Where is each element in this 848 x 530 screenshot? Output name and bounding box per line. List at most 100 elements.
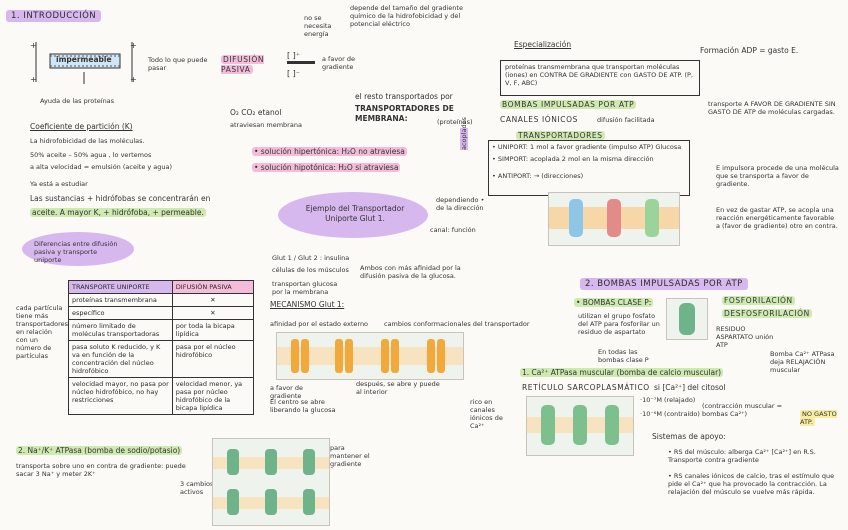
section-title-bombas: 2. BOMBAS IMPULSADAS POR ATP	[580, 278, 748, 290]
residuo-aspartato: RESIDUO ASPARTATO unión ATP	[716, 325, 774, 349]
fosforilacion: FOSFORILACIÓN	[722, 296, 795, 305]
glut-celulas: células de los músculos	[272, 266, 349, 274]
table-cell: pasa soluto K reducido, y K va en funció…	[68, 340, 173, 378]
cambios-activos: 3 cambios activos	[180, 480, 214, 496]
coef-line-4: Ya está a estudiar	[30, 180, 88, 188]
table-cell: específico	[68, 306, 173, 320]
difusion-pasiva-label: DIFUSIÓN PASIVA	[221, 55, 265, 74]
membrane-label: impermeable	[56, 55, 112, 64]
coef-line-5: Las sustancias + hidrófobas se concentra…	[30, 194, 211, 203]
table-row: velocidad mayor, no pasa por núcleo hidr…	[68, 377, 255, 415]
no-necesita-energia: no se necesita energía	[304, 14, 332, 38]
bombas-clase-p: • BOMBAS CLASE P:	[574, 298, 654, 307]
membrane-caption: Ayuda de las proteínas	[40, 97, 115, 105]
glut-blob	[278, 192, 428, 238]
rs-line-2: • RS canales iónicos de calcio, tras el …	[668, 472, 835, 496]
svg-text:[ ]⁺: [ ]⁺	[287, 51, 300, 60]
diferencias-blob	[22, 232, 134, 266]
coef-line-6: aceite. A mayor K, + hidrófoba, + permea…	[30, 208, 206, 217]
table-cell: ✕	[171, 306, 255, 320]
na-k-pump-figure	[212, 438, 330, 526]
solucion-hipertonica: • solución hipertónica: H₂O no atraviesa	[252, 147, 407, 156]
coef-line-3: a alta velocidad = emulsión (aceite y ag…	[30, 163, 173, 171]
bombas-atp-label: BOMBAS IMPULSADAS POR ATP	[500, 100, 637, 109]
coeficiente-title: Coeficiente de partición (K)	[30, 122, 133, 131]
depende-de: depende del tamaño del gradiente químico…	[350, 4, 463, 28]
glut-blob-title: Ejemplo del Transportador Uniporte Glut …	[305, 204, 405, 223]
comparison-table: TRANSPORTE UNIPORTE DIFUSIÓN PASIVA prot…	[68, 280, 255, 415]
glut-line: Glut 1 / Glut 2 : insulina	[272, 254, 350, 262]
glucosa-fuera: a favor de gradiente	[270, 384, 304, 400]
proteinas-label: (proteínas)	[437, 118, 473, 126]
table-cell: número limitado de moléculas transportad…	[68, 319, 173, 341]
diferencias-label: Diferencias entre difusión pasiva y tran…	[34, 240, 118, 264]
especializacion: Especialización	[514, 40, 572, 49]
table-cell: por toda la bicapa lipídica	[171, 319, 255, 341]
table-header-difusion: DIFUSIÓN PASIVA	[171, 280, 255, 294]
ca-contraido: ·10⁻⁶M (contraído)	[640, 410, 700, 418]
glut-ambas: Ambos con más afinidad por la difusión p…	[360, 264, 461, 280]
cambios-conformacionales: cambios conformacionales del transportad…	[384, 320, 530, 328]
table-cell: velocidad mayor, no pasa por núcleo hidr…	[68, 377, 173, 415]
table-cell: proteínas transmembrana	[68, 293, 173, 307]
canales-desc: transporte A FAVOR DE GRADIENTE SIN GAST…	[708, 100, 836, 116]
gradient-diagram: [ ]⁺ [ ]⁻	[287, 51, 315, 78]
transporter-illustration	[548, 192, 680, 246]
box-bombas-desc: proteínas transmembrana que transportan …	[500, 60, 700, 96]
ca-contraccion: (contracción muscular = bombas Ca²⁺)	[702, 402, 783, 418]
table-left-note: cada partícula tiene más transportadores…	[16, 304, 69, 360]
coef-line-1: La hidrofobicidad de las moléculas.	[30, 137, 145, 145]
table-row: pasa soluto K reducido, y K va en funció…	[68, 340, 255, 378]
difusion-facilitada: difusión facilitada	[597, 116, 655, 124]
sistemas-apoyo: Sistemas de apoyo:	[652, 432, 726, 441]
afinidad-externa: afinidad por el estado externo	[270, 320, 369, 328]
a-favor-gradiente: a favor de gradiente	[322, 55, 356, 71]
table-cell: ✕	[171, 293, 255, 307]
membrane-diagram: + + + +	[30, 41, 137, 84]
transportadores-box-label: TRANSPORTADORES	[516, 131, 605, 140]
en-todas-bombas: En todas las bombas clase P	[598, 348, 649, 364]
table-row: proteínas transmembrana ✕	[68, 293, 255, 307]
table-cell: velocidad menor, ya pasa por núcleo hidr…	[171, 377, 255, 415]
bomba-ca-relaja: Bomba Ca²⁺ ATPasa deja RELAJACIÓN muscul…	[770, 350, 835, 374]
acoplados-tag: acoplados	[460, 117, 468, 150]
ca-pump-figure	[526, 396, 634, 456]
simport-line: • SIMPORT: acoplada 2 mol en la misma di…	[492, 155, 654, 163]
ca-rico: rico en canales iónicos de Ca²⁺	[470, 398, 503, 430]
svg-text:[ ]⁻: [ ]⁻	[287, 69, 300, 78]
svg-text:+: +	[30, 75, 37, 84]
coef-line-2: 50% aceite – 50% agua , lo vertemos	[30, 151, 152, 159]
section-title-introduccion: 1. INTRODUCCIÓN	[6, 10, 102, 22]
todo-soluto: Todo lo que puede pasar	[148, 56, 208, 72]
table-cell: pasa por el núcleo hidrofóbico	[171, 340, 255, 378]
antiport-line: • ANTIPORT: → (direcciones)	[492, 172, 584, 180]
svg-text:+: +	[130, 41, 137, 50]
rs-line-1: • RS del músculo: alberga Ca²⁺ [Ca²⁺] en…	[668, 448, 816, 464]
table-row: específico ✕	[68, 306, 255, 320]
ca-condicion: si [Ca²⁺] del citosol	[654, 383, 726, 392]
bombas-p-desc: utilizan el grupo fosfato del ATP para f…	[578, 312, 660, 336]
atraviesan-membrana: atraviesan membrana	[230, 121, 302, 129]
na-k-note: para mantener el gradiente	[330, 444, 370, 468]
pump-p-figure	[666, 298, 708, 340]
ca-atpasa-title: 1. Ca²⁺ ATPasa muscular (bomba de calcio…	[520, 368, 724, 377]
glut-transportan: transportan glucosa por la membrana	[272, 280, 338, 296]
ca-no-gasto: NO GASTO ATP.	[800, 410, 837, 426]
reticulo-sarcoplasmatico: RETÍCULO SARCOPLASMÁTICO	[522, 383, 650, 392]
transportadores-membrana: TRANSPORTADORES DE MEMBRANA:	[355, 104, 454, 123]
canales-ionicos: CANALES IÓNICOS	[500, 115, 579, 124]
el-resto: el resto transportados por	[355, 92, 453, 101]
mecanismo-title: MECANISMO Glut 1:	[270, 300, 345, 309]
formacion-adp: Formación ADP = gasto E.	[700, 46, 799, 55]
glut-mechanism-figure	[276, 332, 464, 380]
centro-abre: El centro se abre liberando la glucosa	[270, 398, 336, 414]
na-k-desc: transporta sobre uno en contra de gradie…	[16, 462, 186, 478]
svg-text:+: +	[130, 75, 137, 84]
solucion-hipotonica: • solución hipotónica: H₂O si atraviesa	[252, 163, 401, 172]
uniport-line: • UNIPORT: 1 mol a favor gradiente (impu…	[492, 143, 682, 151]
na-k-atpasa-title: 2. Na⁺/K⁺ ATPasa (bomba de sodio/potasio…	[16, 446, 183, 455]
dependencia-direccion: dependiendo • de la dirección	[436, 196, 485, 212]
despues-abre: después, se abre y puede al interior	[356, 380, 440, 396]
gases-list: O₂ CO₂ etanol	[230, 108, 282, 117]
table-row: número limitado de moléculas transportad…	[68, 319, 255, 341]
